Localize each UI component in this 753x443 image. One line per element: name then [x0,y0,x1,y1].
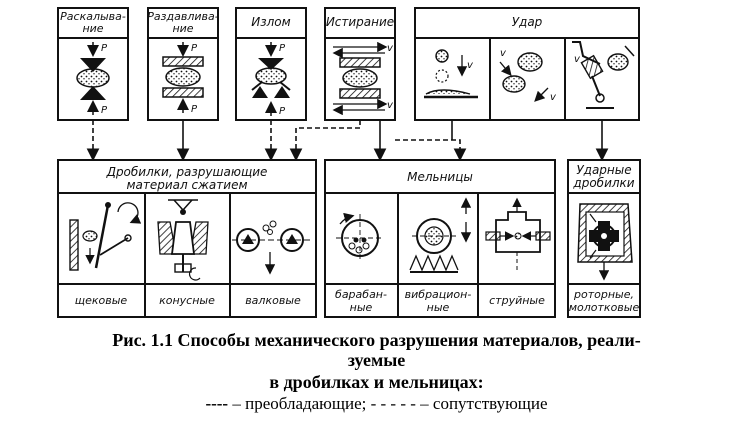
box-abrasion-title: Истирание [326,15,394,29]
force-p-label: P [101,43,108,54]
caption-line-1: Рис. 1.1 Способы механического разрушени… [112,330,641,350]
group-mills-title: Мельницы [407,170,473,184]
legend-dashed-text: сопутствующие [428,394,548,413]
vibration-mill-icon [409,197,472,273]
label-drum: барабан-ные [335,288,387,314]
force-v-label: v [574,54,581,65]
box-breaking: Излом P P [235,7,307,121]
connectors [86,120,609,162]
caption-legend: ---- – преобладающие; - - - - - – сопутс… [0,394,753,414]
box-impact: Удар v v v v [414,7,640,121]
drum-mill-icon [336,212,384,262]
box-breaking-title: Излом [251,15,290,29]
force-p-label: P [279,43,286,54]
force-p-label: P [191,104,198,115]
label-vibration: вибрацион-ные [405,288,472,314]
legend-dashed-mark: - - - - - – [370,394,429,413]
box-impact-title: Удар [512,15,543,29]
force-v-label: v [550,92,557,103]
caption-line-3: в дробилках и мельницах: [269,372,484,392]
box-crushing: Раздавлива-ние P P [147,7,219,121]
legend-solid-text: – преобладающие; [228,394,371,413]
label-cone: конусные [159,294,215,307]
force-p-label: P [279,106,286,117]
box-splitting-title: Раскалыва-ние [60,10,126,35]
jaw-crusher-icon [69,202,142,271]
jet-mill-icon [485,197,551,272]
force-p-label: P [101,105,108,116]
legend-solid-mark: ---- [205,394,229,413]
label-jet: струйные [489,294,545,307]
caption-line-2: зуемые [347,350,406,370]
force-v-label: v [387,43,394,54]
force-p-label: P [191,43,198,54]
roll-crusher-icon [232,220,310,275]
box-crushing-title: Раздавлива-ние [147,10,218,35]
cone-crusher-icon [157,199,209,281]
force-v-label: v [387,100,394,111]
rotor-crusher-icon [577,203,633,281]
force-v-label: v [467,60,474,71]
label-rotor: роторные,молотковые [569,288,640,314]
force-v-label: v [500,48,507,59]
group-mills: Мельницы барабан-ные вибрацион-ные [324,159,556,318]
box-abrasion: Истирание v v [324,7,396,121]
mechanical-destruction-diagram: Раскалыва-ние P P Раздавлива-ние P P Изл… [57,7,641,318]
label-roll: валковые [245,294,301,307]
box-splitting: Раскалыва-ние P P [57,7,129,121]
label-jaw: щековые [75,294,128,307]
